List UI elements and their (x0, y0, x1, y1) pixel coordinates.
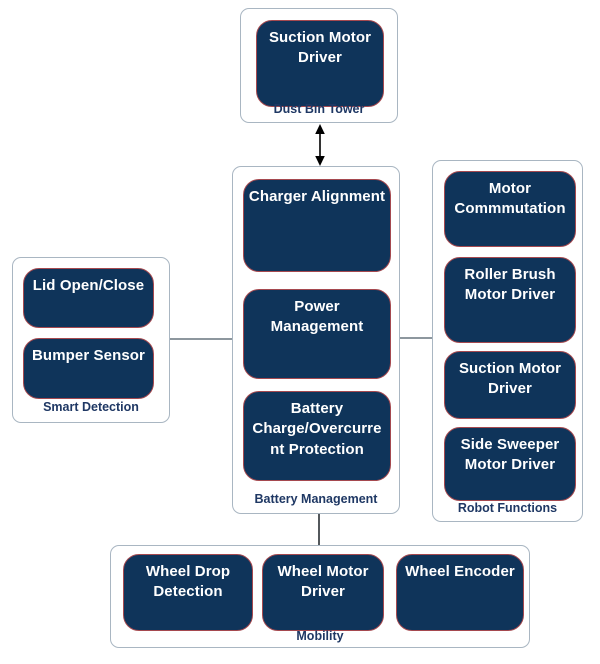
node-roller-brush-motor-driver: Roller Brush Motor Driver (444, 257, 576, 343)
group-smart-detection: Lid Open/Close Bumper Sensor Smart Detec… (12, 257, 170, 423)
group-label-battery-management: Battery Management (254, 492, 378, 506)
group-label-dust-bin-tower: Dust Bin Tower (273, 102, 365, 116)
group-mobility: Wheel Drop Detection Wheel Motor Driver … (110, 545, 530, 648)
node-side-sweeper-motor-driver: Side Sweeper Motor Driver (444, 427, 576, 501)
group-label-robot-functions: Robot Functions (457, 501, 558, 515)
connector-smart-detection-battery (170, 338, 232, 340)
node-motor-commutation: Motor Commmutation (444, 171, 576, 247)
node-suction-motor-driver-robot: Suction Motor Driver (444, 351, 576, 419)
node-battery-charge-overcurrent-protection: Battery Charge/Overcurre nt Protection (243, 391, 391, 481)
node-charger-alignment: Charger Alignment (243, 179, 391, 272)
connector-battery-robot-functions (400, 337, 432, 339)
node-bumper-sensor: Bumper Sensor (23, 338, 154, 399)
group-label-smart-detection: Smart Detection (43, 400, 139, 414)
group-dust-bin-tower: Suction Motor Driver Dust Bin Tower (240, 8, 398, 123)
connector-battery-mobility (318, 514, 320, 545)
group-robot-functions: Motor Commmutation Roller Brush Motor Dr… (432, 160, 583, 522)
node-wheel-motor-driver: Wheel Motor Driver (262, 554, 384, 631)
node-wheel-encoder: Wheel Encoder (396, 554, 524, 631)
node-wheel-drop-detection: Wheel Drop Detection (123, 554, 253, 631)
group-battery-management: Charger Alignment Power Management Batte… (232, 166, 400, 514)
node-lid-open-close: Lid Open/Close (23, 268, 154, 328)
node-power-management: Power Management (243, 289, 391, 379)
group-label-mobility: Mobility (296, 629, 344, 643)
node-suction-motor-driver-dust-bin: Suction Motor Driver (256, 20, 384, 107)
bidirectional-arrow-icon (315, 124, 325, 166)
